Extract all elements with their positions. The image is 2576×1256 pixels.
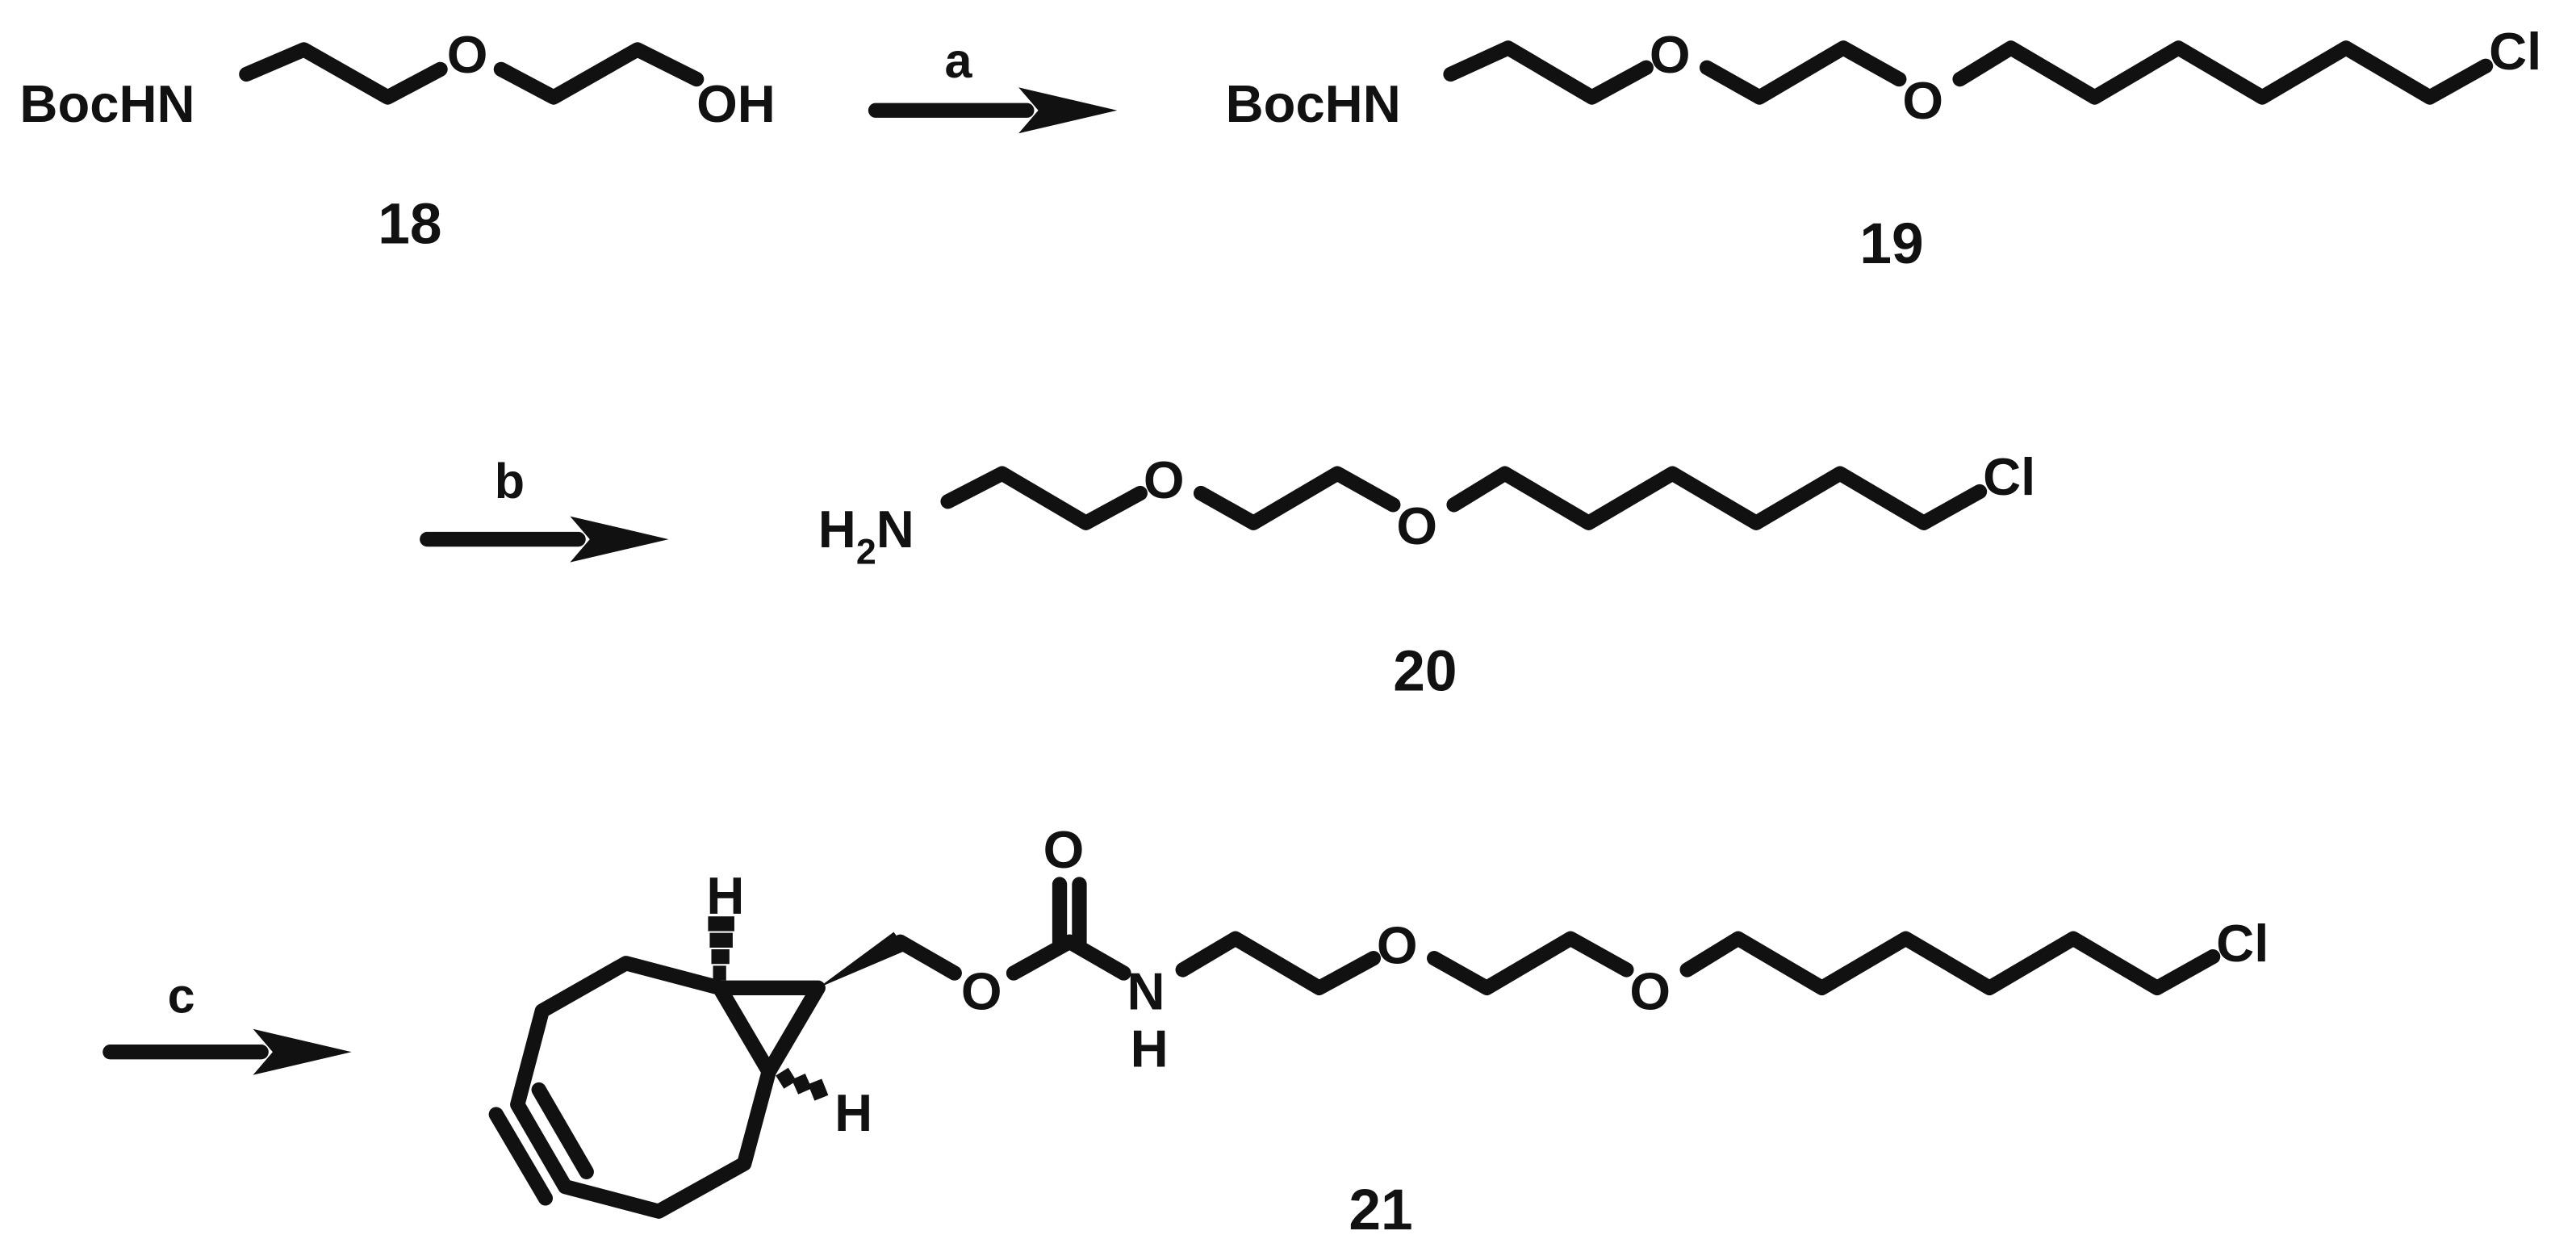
compound-21: H H O O N H O O Cl 21 <box>488 820 2269 1242</box>
compound-19-chain-1 <box>1443 40 1654 105</box>
compound-21-ring <box>510 956 776 1219</box>
compound-21-ring-double-inner <box>531 1082 594 1179</box>
compound-20-chain-1 <box>940 466 1148 530</box>
arrow-c-head <box>253 1028 352 1075</box>
compound-21-h-top: H <box>706 866 744 925</box>
compound-21-nh-h: H <box>1131 1019 1169 1078</box>
compound-20-amine: H2N <box>818 500 914 571</box>
step-c-label: c <box>168 968 195 1023</box>
compound-18-ether-o: O <box>447 25 488 84</box>
compound-19-ether-o1: O <box>1650 25 1691 84</box>
compound-19-chain-2 <box>1699 40 1907 105</box>
compound-21-ether-o1: O <box>1377 915 1418 974</box>
compound-19-chain-3 <box>1952 40 2494 105</box>
compound-20-cl: Cl <box>1983 447 2035 506</box>
compound-20-ether-o2: O <box>1396 496 1437 555</box>
compound-19-cl: Cl <box>2489 22 2541 81</box>
compound-21-chain-1 <box>1175 931 1382 995</box>
compound-21-nh-n: N <box>1127 961 1165 1020</box>
compound-21-ch2-o <box>893 934 962 981</box>
compound-21-carbonyl-o: O <box>1043 820 1085 879</box>
compound-18-oh: OH <box>696 74 776 133</box>
compound-21-ester-o: O <box>961 961 1002 1020</box>
compound-21-bold-wedge <box>818 932 907 988</box>
arrow-step-a: a <box>868 33 1118 134</box>
arrow-b-head <box>570 516 669 563</box>
compound-19-label: 19 <box>1859 211 1923 276</box>
compound-21-chain-3 <box>1679 931 2221 995</box>
arrow-step-c: c <box>102 968 352 1075</box>
compound-20-chain-2 <box>1193 466 1401 530</box>
arrow-step-b: b <box>420 454 669 563</box>
step-a-label: a <box>945 33 973 88</box>
compound-19-ether-o2: O <box>1902 71 1943 130</box>
compound-18-chain-left <box>239 42 448 105</box>
compound-21-label: 21 <box>1349 1178 1412 1242</box>
compound-21-cyclopropane <box>712 980 826 1079</box>
compound-18-label: 18 <box>378 192 441 257</box>
compound-19: BocHN O O Cl 19 <box>1226 22 2542 276</box>
step-b-label: b <box>495 454 525 509</box>
compound-18: BocHN O OH 18 <box>19 25 775 257</box>
compound-21-hash-top <box>708 916 734 981</box>
arrow-a-head <box>1018 87 1118 134</box>
compound-21-h-bottom: H <box>834 1083 872 1142</box>
compound-21-chain-2 <box>1427 931 1634 995</box>
compound-21-alkyne-stub <box>488 1107 554 1206</box>
compound-20-label: 20 <box>1393 638 1457 703</box>
compound-21-c-n <box>1062 934 1131 981</box>
compound-20-chain-3 <box>1446 466 1988 530</box>
compound-18-chain-right <box>493 42 705 105</box>
compound-19-bochn: BocHN <box>1226 74 1401 133</box>
compound-21-ether-o2: O <box>1629 961 1671 1020</box>
compound-20-ether-o1: O <box>1144 450 1185 509</box>
compound-20: H2N O O Cl 20 <box>818 447 2035 703</box>
compound-18-bochn: BocHN <box>19 74 194 133</box>
compound-21-cl: Cl <box>2216 914 2269 973</box>
compound-21-hash-bottom <box>776 1067 829 1101</box>
